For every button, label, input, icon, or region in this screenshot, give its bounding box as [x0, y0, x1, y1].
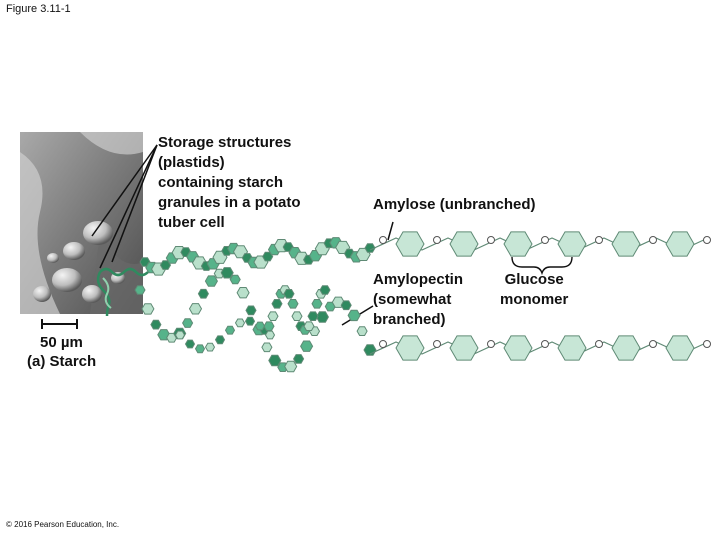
glucose-ring-icon: [665, 231, 695, 257]
oxygen-atom: [487, 340, 495, 348]
glucose-label-line: monomer: [500, 291, 569, 308]
glucose-ring-icon: [395, 335, 425, 361]
starch-granule-micrograph-icon: [20, 132, 143, 314]
amylose-label: Amylose (unbranched): [373, 196, 536, 213]
oxygen-atom: [703, 340, 711, 348]
glucose-ring-icon: [449, 335, 479, 361]
glucose-bead: [303, 321, 315, 331]
glucose-bead: [340, 300, 352, 311]
oxygen-atom: [649, 340, 657, 348]
glucose-bead: [293, 354, 305, 364]
glucose-bead: [188, 303, 203, 315]
glucose-bead: [194, 344, 206, 354]
glucose-monomer-label: Glucose monomer: [500, 270, 568, 310]
oxygen-atom: [433, 236, 441, 244]
glucose-bead: [182, 318, 194, 328]
glucose-bead: [197, 288, 209, 299]
storage-label-line: (plastids): [158, 154, 225, 171]
panel-label: (a) Starch: [27, 353, 97, 370]
glucose-bead: [311, 299, 323, 309]
oxygen-atom: [595, 340, 603, 348]
copyright: © 2016 Pearson Education, Inc.: [6, 520, 120, 529]
glucose-bead: [254, 321, 266, 331]
glucose-bead: [319, 285, 331, 295]
amylopectin-label-line: branched): [373, 311, 446, 328]
scale-label: 50 µm: [40, 334, 83, 351]
glucose-bead: [356, 326, 368, 336]
storage-structures-label: Storage structures (plastids) containing…: [158, 133, 348, 233]
amylose-glucose-rings: [369, 231, 711, 257]
glucose-ring-icon: [503, 335, 533, 361]
oxygen-atom: [703, 236, 711, 244]
glucose-ring-icon: [449, 231, 479, 257]
glucose-bead: [234, 318, 246, 328]
storage-label-line: granules in a potato: [158, 194, 301, 211]
oxygen-atom: [541, 340, 549, 348]
glucose-bead: [220, 267, 234, 279]
glucose-bead: [267, 311, 279, 321]
glucose-bead: [300, 340, 314, 352]
glucose-bead: [287, 299, 299, 309]
amylopectin-glucose-rings: [369, 335, 711, 361]
amylopectin-label-line: (somewhat: [373, 291, 452, 308]
storage-label-line: containing starch: [158, 174, 284, 191]
glucose-bead: [315, 311, 329, 323]
storage-label-line: tuber cell: [158, 214, 225, 231]
glucose-bead: [284, 360, 298, 373]
glucose-bead: [236, 287, 250, 299]
oxygen-atom: [379, 340, 387, 348]
scale-bar: [41, 319, 78, 329]
glucose-bead: [271, 299, 283, 309]
storage-label-line: Storage structures: [158, 134, 292, 151]
glucose-bead: [291, 311, 303, 321]
oxygen-atom: [433, 340, 441, 348]
amylopectin-chain: [134, 267, 377, 373]
glucose-bead: [224, 325, 236, 335]
glucose-ring-icon: [611, 231, 641, 257]
glucose-bead: [268, 354, 282, 367]
figure-label: Figure 3.11-1: [6, 3, 71, 15]
glucose-bead: [264, 330, 276, 340]
amylopectin-label-line: Amylopectin: [373, 271, 464, 288]
glucose-bead: [307, 311, 319, 321]
oxygen-atom: [595, 236, 603, 244]
glucose-bead: [245, 305, 257, 316]
glucose-bead: [261, 342, 273, 353]
glucose-bead: [204, 342, 216, 352]
glucose-bead: [283, 289, 295, 299]
oxygen-atom: [487, 236, 495, 244]
oxygen-atom: [541, 236, 549, 244]
glucose-bead: [174, 330, 186, 340]
glucose-ring-icon: [611, 335, 641, 361]
glucose-label-line: Glucose: [504, 271, 564, 288]
amylopectin-label: Amylopectin (somewhat branched): [373, 270, 463, 330]
glucose-bead: [229, 274, 241, 285]
oxygen-atom: [649, 236, 657, 244]
helix-icon: [96, 267, 149, 317]
glucose-bead: [204, 275, 218, 287]
glucose-bead: [134, 285, 146, 295]
amylose-chain: [139, 237, 376, 276]
glucose-bead: [184, 339, 196, 349]
glucose-bead: [150, 319, 162, 330]
glucose-bead: [244, 316, 256, 326]
glucose-ring-icon: [557, 231, 587, 257]
glucose-ring-icon: [665, 335, 695, 361]
glucose-ring-icon: [503, 231, 533, 257]
glucose-ring-icon: [557, 335, 587, 361]
glucose-bead: [263, 321, 275, 331]
glucose-bead: [364, 243, 376, 253]
oxygen-atom: [379, 236, 387, 244]
brace-icon: [511, 256, 573, 276]
glucose-ring-icon: [395, 231, 425, 257]
glucose-bead: [141, 303, 155, 315]
glucose-bead: [214, 335, 226, 345]
glucose-bead: [347, 309, 361, 322]
